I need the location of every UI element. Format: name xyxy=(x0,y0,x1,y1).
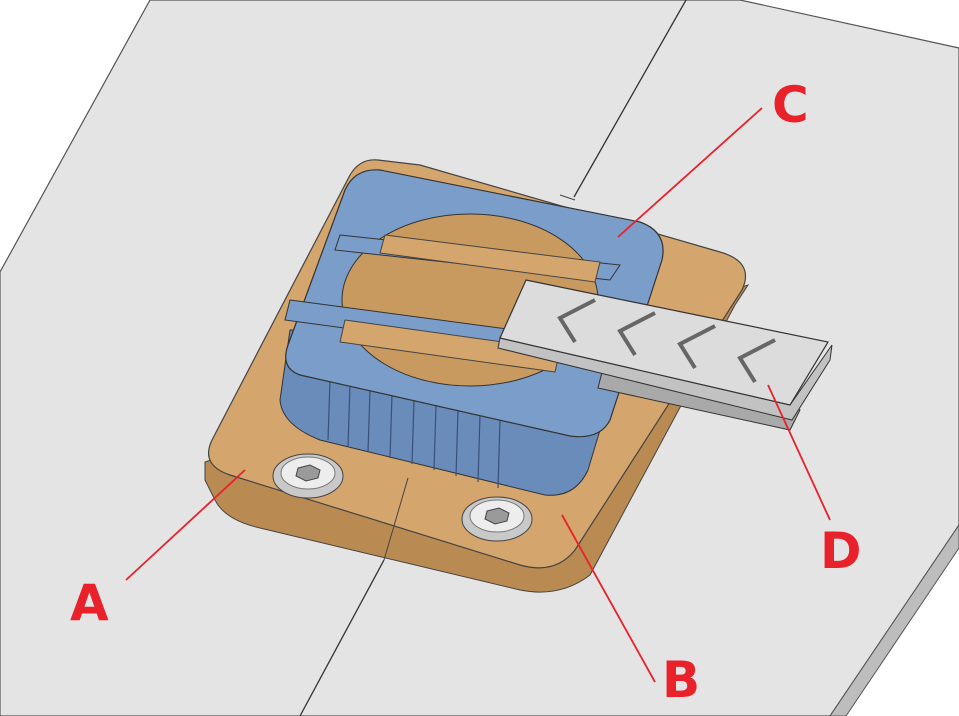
leader-c xyxy=(617,107,763,238)
plate-seam-top xyxy=(573,0,687,198)
leader-d xyxy=(767,384,831,521)
leader-a xyxy=(125,469,246,581)
label-d: D xyxy=(820,522,862,580)
bolt-right xyxy=(461,496,533,542)
leader-b xyxy=(561,514,656,683)
plate-edge xyxy=(829,524,959,716)
plate-seam-bottom xyxy=(299,559,385,716)
callout-leaders xyxy=(125,107,831,683)
label-a: A xyxy=(70,574,109,632)
label-b: B xyxy=(662,651,700,709)
label-c: C xyxy=(772,76,809,134)
strip-part xyxy=(497,279,833,431)
bolt-left xyxy=(272,453,344,499)
